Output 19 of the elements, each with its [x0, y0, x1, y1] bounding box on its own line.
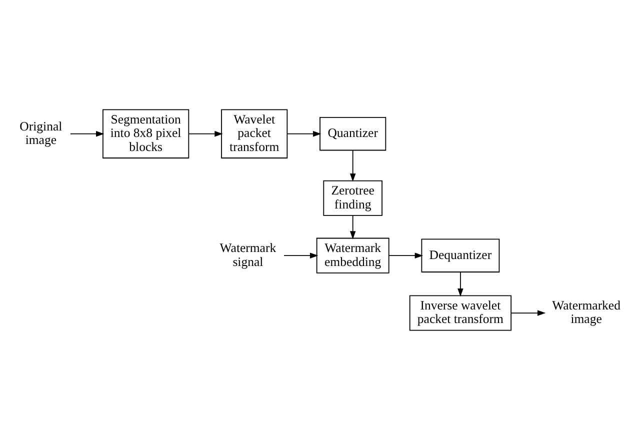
node-text: Watermark signal [220, 240, 276, 268]
node-text: Watermarked image [552, 298, 620, 326]
node-box: Zerotree finding [323, 180, 382, 216]
arrow [388, 252, 424, 258]
arrow [188, 130, 223, 136]
arrow [286, 130, 322, 136]
arrow [284, 252, 318, 258]
node-box: Wavelet packet transform [221, 108, 288, 158]
arrow [458, 271, 464, 296]
arrow [70, 130, 104, 136]
node-box: Segmentation into 8x8 pixel blocks [102, 108, 190, 158]
node-box: Inverse wavelet packet transform [409, 294, 512, 330]
node-box: Watermark embedding [316, 237, 390, 273]
node-text: Original image [20, 118, 62, 147]
arrow [510, 310, 546, 316]
node-box: Quantizer [320, 116, 386, 150]
arrow [350, 150, 356, 182]
node-box: Dequantizer [421, 238, 500, 272]
arrow [350, 214, 356, 239]
